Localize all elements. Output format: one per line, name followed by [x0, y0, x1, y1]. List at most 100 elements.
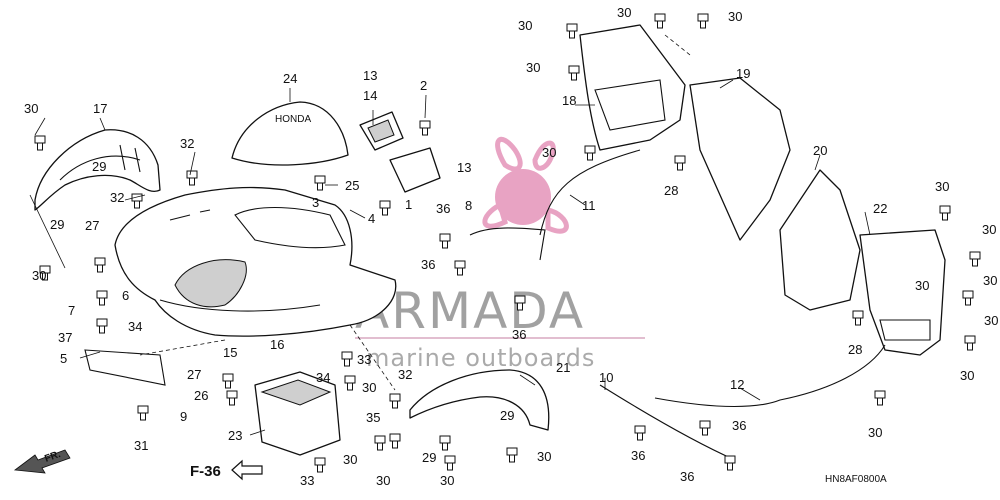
callout-8: 8: [465, 198, 472, 213]
bolt-icon: [222, 373, 234, 389]
bolt-icon: [506, 447, 518, 463]
callout-30: 30: [24, 101, 38, 116]
callout-31: 31: [134, 438, 148, 453]
callout-30: 30: [983, 273, 997, 288]
callout-18: 18: [562, 93, 576, 108]
part-19-side-panel: [689, 77, 791, 241]
callout-36: 36: [631, 448, 645, 463]
drawing-code: HN8AF0800A: [825, 474, 887, 485]
bolt-icon: [454, 260, 466, 276]
callout-30: 30: [362, 380, 376, 395]
callout-13: 13: [457, 160, 471, 175]
callout-12: 12: [730, 377, 744, 392]
bolt-icon: [439, 435, 451, 451]
bolt-icon: [39, 265, 51, 281]
part-4-inlet: [174, 259, 247, 308]
callout-37: 37: [58, 330, 72, 345]
bolt-icon: [566, 23, 578, 39]
callout-28: 28: [664, 183, 678, 198]
part-22-cover: [859, 229, 946, 356]
bolt-icon: [389, 433, 401, 449]
callout-3: 3: [312, 195, 319, 210]
bolt-icon: [94, 257, 106, 273]
callout-32: 32: [110, 190, 124, 205]
bolt-icon: [314, 175, 326, 191]
section-link-text[interactable]: F-36: [190, 463, 221, 480]
bolt-icon: [724, 455, 736, 471]
bolt-icon: [389, 393, 401, 409]
part-13-plate: [389, 147, 441, 193]
bolt-icon: [186, 170, 198, 186]
section-reference[interactable]: F-36: [190, 459, 263, 481]
watermark-logo: [482, 136, 569, 234]
bolt-icon: [131, 193, 143, 209]
part-12-rod: [654, 344, 886, 408]
callout-30: 30: [32, 268, 46, 283]
bolt-icon: [444, 455, 456, 471]
bolt-icon: [962, 290, 974, 306]
callout-15: 15: [223, 345, 237, 360]
bolt-icon: [964, 335, 976, 351]
part-8-bracket: [469, 227, 546, 261]
callout-32: 32: [180, 136, 194, 151]
callout-36: 36: [512, 327, 526, 342]
bolt-icon: [34, 135, 46, 151]
part-10-rod: [599, 384, 736, 461]
bolt-icon: [96, 290, 108, 306]
callout-29: 29: [422, 450, 436, 465]
bolt-icon: [568, 65, 580, 81]
callout-30: 30: [982, 222, 996, 237]
callout-30: 30: [960, 368, 974, 383]
callout-30: 30: [518, 18, 532, 33]
callout-36: 36: [732, 418, 746, 433]
callout-9: 9: [180, 409, 187, 424]
bolt-icon: [969, 251, 981, 267]
callout-30: 30: [915, 278, 929, 293]
callout-4: 4: [368, 211, 375, 226]
callout-36: 36: [680, 469, 694, 484]
bolt-icon: [419, 120, 431, 136]
front-arrow-icon: [13, 449, 71, 474]
callout-29: 29: [92, 159, 106, 174]
callout-21: 21: [556, 360, 570, 375]
callout-1: 1: [405, 197, 412, 212]
emblem: HONDA: [275, 114, 311, 125]
callout-16: 16: [270, 337, 284, 352]
callout-30: 30: [984, 313, 998, 328]
part-18-rear-panel: [579, 24, 686, 151]
part-11-rod: [539, 149, 641, 236]
bolt-icon: [674, 155, 686, 171]
callout-2: 2: [420, 78, 427, 93]
callout-29: 29: [50, 217, 64, 232]
bolt-icon: [697, 13, 709, 29]
part-20-rear-fender: [779, 169, 861, 311]
bolt-icon: [699, 420, 711, 436]
bolt-icon: [514, 295, 526, 311]
callout-10: 10: [599, 370, 613, 385]
callout-19: 19: [736, 66, 750, 81]
callout-25: 25: [345, 178, 359, 193]
callout-30: 30: [376, 473, 390, 488]
bolt-icon: [344, 375, 356, 391]
part-4-front-body: [114, 186, 397, 337]
bolt-icon: [874, 390, 886, 406]
bolt-icon: [226, 390, 238, 406]
callout-33: 33: [300, 473, 314, 488]
callout-36: 36: [436, 201, 450, 216]
callout-30: 30: [343, 452, 357, 467]
callout-6: 6: [122, 288, 129, 303]
callout-30: 30: [537, 449, 551, 464]
callout-30: 30: [935, 179, 949, 194]
part-17-left-fender: [34, 129, 161, 211]
callout-34: 34: [128, 319, 142, 334]
callout-27: 27: [187, 367, 201, 382]
callout-30: 30: [868, 425, 882, 440]
callout-22: 22: [873, 201, 887, 216]
callout-29: 29: [500, 408, 514, 423]
callout-14: 14: [363, 88, 377, 103]
front-mark-text: FR.: [43, 449, 62, 465]
bolt-icon: [439, 233, 451, 249]
callout-30: 30: [728, 9, 742, 24]
